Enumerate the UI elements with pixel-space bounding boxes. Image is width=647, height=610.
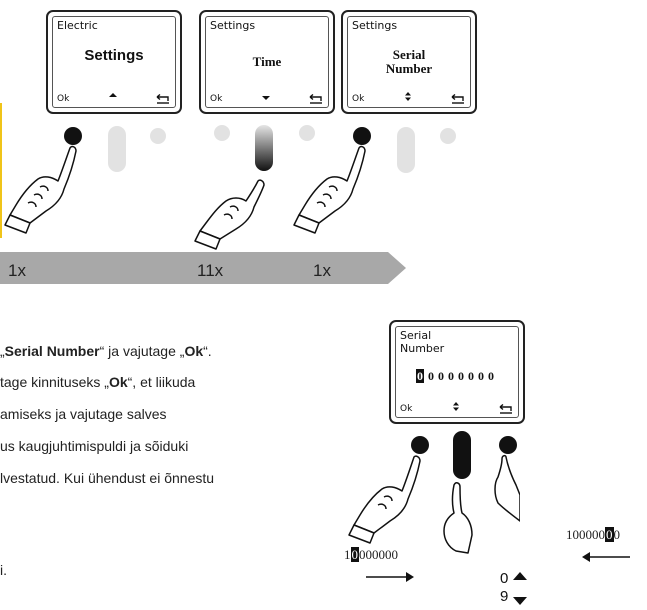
ok-button <box>411 436 429 454</box>
up-down-arrow-icon <box>453 402 459 411</box>
instruction-line: i. <box>0 562 7 578</box>
pointing-hand-icon <box>348 455 421 544</box>
serial-example-left: 10000000 <box>344 547 398 562</box>
serial-example-right: 10000000 <box>566 527 620 542</box>
back-arrow-icon <box>451 94 464 104</box>
ok-button <box>214 125 230 141</box>
left-arrow-icon <box>582 552 630 562</box>
navigation-button-pressed <box>255 125 273 171</box>
down-arrow-icon <box>513 597 527 605</box>
ok-button <box>353 127 371 145</box>
instruction-line: lvestatud. Kui ühendust ei õnnestu <box>0 470 215 486</box>
sequence-arrow <box>0 252 406 284</box>
screen-frame: Settings Time Ok <box>205 16 329 108</box>
navigation-button <box>397 127 415 173</box>
pointing-hand-icon <box>194 179 265 250</box>
pointing-hand-icon <box>494 454 520 522</box>
screen-frame: Settings Serial Number Ok <box>347 16 471 108</box>
digit-up-value: 0 <box>500 570 509 587</box>
screen-ok-label: Ok <box>210 94 223 104</box>
back-button <box>440 128 456 144</box>
display-screen-serial-number: Settings Serial Number Ok <box>341 10 477 114</box>
back-button <box>299 125 315 141</box>
screen-menu-item-line2: Number <box>385 61 433 76</box>
display-screen-time: Settings Time Ok <box>199 10 335 114</box>
up-arrow-icon <box>109 93 117 97</box>
screen-title-line2: Number <box>400 342 445 355</box>
instruction-line: tage kinnituseks „Ok“, et liikuda <box>0 374 196 390</box>
instruction-line: „Serial Number“ ja vajutage „Ok“. <box>0 343 212 359</box>
up-down-arrow-icon <box>405 92 411 101</box>
screen-title: Settings <box>352 19 398 32</box>
pointing-hand-icon <box>293 145 366 234</box>
screen-ok-label: Ok <box>352 94 365 104</box>
down-arrow-icon <box>262 96 270 100</box>
remaining-digits: 0000000 <box>428 369 498 383</box>
back-arrow-icon <box>309 94 322 104</box>
screen-title: Electric <box>57 19 98 32</box>
up-arrow-icon <box>513 572 527 580</box>
active-digit: 0 <box>416 369 424 383</box>
screen-menu-item: Settings <box>84 47 144 64</box>
pointing-hand-icon <box>4 145 77 234</box>
back-arrow-icon <box>156 94 169 104</box>
right-arrow-icon <box>366 572 414 582</box>
instruction-line: amiseks ja vajutage salves <box>0 406 167 422</box>
screen-menu-item-line1: Serial <box>392 47 426 62</box>
display-screen-settings: Electric Settings Ok <box>46 10 182 114</box>
navigation-button <box>453 431 471 479</box>
screen-ok-label: Ok <box>400 404 413 414</box>
press-count-label: 1x <box>8 261 26 280</box>
screen-menu-item: Time <box>252 54 282 69</box>
screen-title: Serial <box>400 329 432 342</box>
back-button <box>150 128 166 144</box>
back-arrow-icon <box>499 404 512 414</box>
press-count-label: 1x <box>313 261 331 280</box>
screen-frame: Electric Settings Ok <box>52 16 176 108</box>
ok-button <box>64 127 82 145</box>
digit-down-value: 9 <box>500 588 509 605</box>
screen-ok-label: Ok <box>57 94 70 104</box>
back-button <box>499 436 517 454</box>
navigation-button <box>108 126 126 172</box>
press-count-label: 11x <box>197 261 224 280</box>
instruction-line: us kaugjuhtimispuldi ja sõiduki <box>0 438 189 454</box>
remote-buttons-illustration <box>4 125 456 250</box>
accent-bar <box>0 103 2 238</box>
pointing-hand-icon <box>443 482 473 554</box>
screen-title: Settings <box>210 19 256 32</box>
remote-buttons-illustration <box>348 431 520 554</box>
